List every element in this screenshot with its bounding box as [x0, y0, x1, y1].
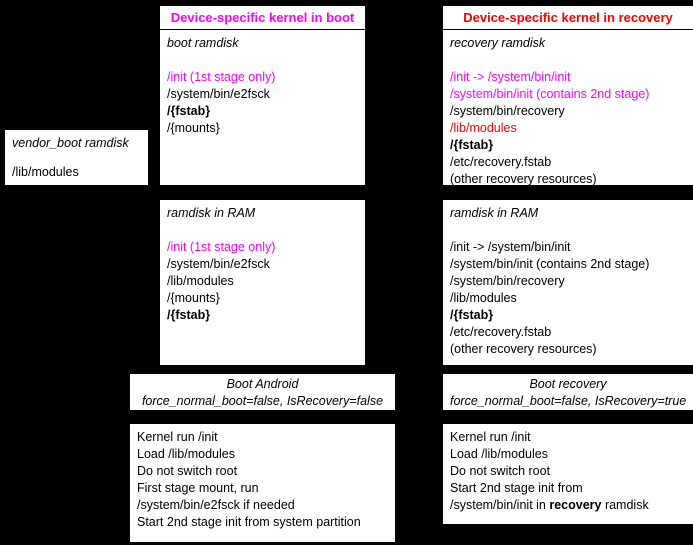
vendor-boot-ramdisk-box: vendor_boot ramdisk /lib/modules: [5, 130, 148, 185]
recovery-ram-title: ramdisk in RAM: [450, 206, 539, 220]
file-path-line: /init -> /system/bin/init: [450, 70, 571, 84]
step-line: Load /lib/modules: [137, 447, 235, 461]
file-path-line: /etc/recovery.fstab: [450, 325, 552, 339]
recovery-action-title: Boot recovery: [529, 377, 607, 391]
file-path-line: /lib/modules: [450, 121, 517, 135]
boot-ramdisk-box: boot ramdisk /init (1st stage only) /sys…: [160, 30, 365, 185]
file-path-line: /{fstab}: [167, 308, 211, 322]
file-path-line: /etc/recovery.fstab: [450, 155, 552, 169]
file-path-line: /lib/modules: [12, 165, 79, 179]
file-path-line: /init (1st stage only): [167, 70, 276, 84]
file-path-line: /{fstab}: [450, 138, 494, 152]
boot-action-title: Boot Android: [226, 377, 299, 391]
boot-action-box: Boot Android force_normal_boot=false, Is…: [130, 374, 395, 410]
step-line: Start 2nd stage init from system partiti…: [137, 515, 361, 529]
step-line-mixed: /system/bin/init in recovery ramdisk: [450, 497, 686, 514]
file-path-line: /init (1st stage only): [167, 240, 276, 254]
recovery-steps-box: Kernel run /init Load /lib/modules Do no…: [443, 424, 693, 524]
file-path-line: /system/bin/e2fsck: [167, 257, 270, 271]
step-line: First stage mount, run: [137, 481, 259, 495]
file-path-line: /system/bin/recovery: [450, 104, 565, 118]
boot-column-header: Device-specific kernel in boot: [160, 6, 365, 29]
step-line: /system/bin/e2fsck if needed: [137, 498, 295, 512]
file-path-line: /{fstab}: [450, 308, 494, 322]
step-line: Do not switch root: [450, 464, 551, 478]
file-path-line: (other recovery resources): [450, 342, 597, 356]
file-path-line: /system/bin/init (contains 2nd stage): [450, 257, 650, 271]
file-path-line: /{mounts}: [167, 121, 220, 135]
recovery-ramdisk-in-ram-box: ramdisk in RAM /init -> /system/bin/init…: [443, 200, 693, 365]
step-line: Kernel run /init: [450, 430, 531, 444]
step-line: Do not switch root: [137, 464, 238, 478]
step-line-bold: recovery: [549, 498, 602, 512]
step-line: Load /lib/modules: [450, 447, 548, 461]
file-path-line: /system/bin/e2fsck: [167, 87, 270, 101]
recovery-action-subtitle: force_normal_boot=false, IsRecovery=true: [450, 394, 687, 408]
file-path-line: /system/bin/recovery: [450, 274, 565, 288]
recovery-column-header-label: Device-specific kernel in recovery: [463, 10, 673, 25]
file-path-line: /{fstab}: [167, 104, 211, 118]
file-path-line: /init -> /system/bin/init: [450, 240, 571, 254]
recovery-ramdisk-title: recovery ramdisk: [450, 36, 546, 50]
recovery-column-header: Device-specific kernel in recovery: [443, 6, 693, 29]
recovery-action-box: Boot recovery force_normal_boot=false, I…: [443, 374, 693, 410]
file-path-line: /{mounts}: [167, 291, 220, 305]
boot-ramdisk-title: boot ramdisk: [167, 36, 239, 50]
step-line: Start 2nd stage init from: [450, 481, 583, 495]
file-path-line: /lib/modules: [167, 274, 234, 288]
file-path-line: /system/bin/init (contains 2nd stage): [450, 87, 650, 101]
vendor-boot-ramdisk-title: vendor_boot ramdisk: [12, 136, 129, 150]
boot-steps-box: Kernel run /init Load /lib/modules Do no…: [130, 424, 395, 542]
step-line: Kernel run /init: [137, 430, 218, 444]
step-line-pre: /system/bin/init in: [450, 498, 550, 512]
file-path-line: (other recovery resources): [450, 172, 597, 186]
file-path-line: /lib/modules: [450, 291, 517, 305]
boot-ramdisk-in-ram-box: ramdisk in RAM /init (1st stage only) /s…: [160, 200, 365, 365]
boot-action-subtitle: force_normal_boot=false, IsRecovery=fals…: [141, 394, 384, 408]
step-line-post: ramdisk: [601, 498, 649, 512]
recovery-ramdisk-box: recovery ramdisk /init -> /system/bin/in…: [443, 30, 693, 186]
boot-ram-title: ramdisk in RAM: [167, 206, 256, 220]
boot-column-header-label: Device-specific kernel in boot: [170, 10, 355, 25]
